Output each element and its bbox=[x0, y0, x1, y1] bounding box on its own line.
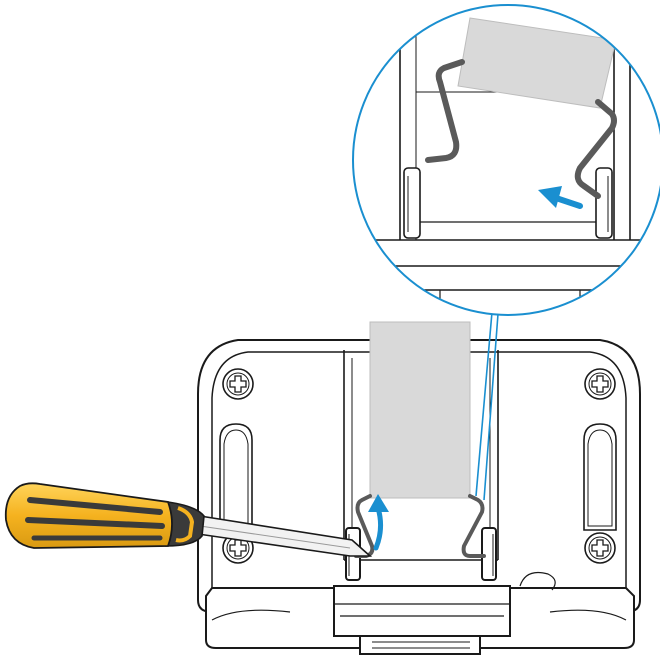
callout-leader bbox=[475, 311, 499, 501]
magnifier-callout bbox=[352, 4, 660, 316]
screwdriver-icon bbox=[4, 482, 373, 557]
cross-screw-icon bbox=[222, 368, 616, 564]
arrow-icon bbox=[368, 494, 389, 551]
strap bbox=[369, 321, 471, 499]
arrow-icon bbox=[538, 186, 583, 209]
